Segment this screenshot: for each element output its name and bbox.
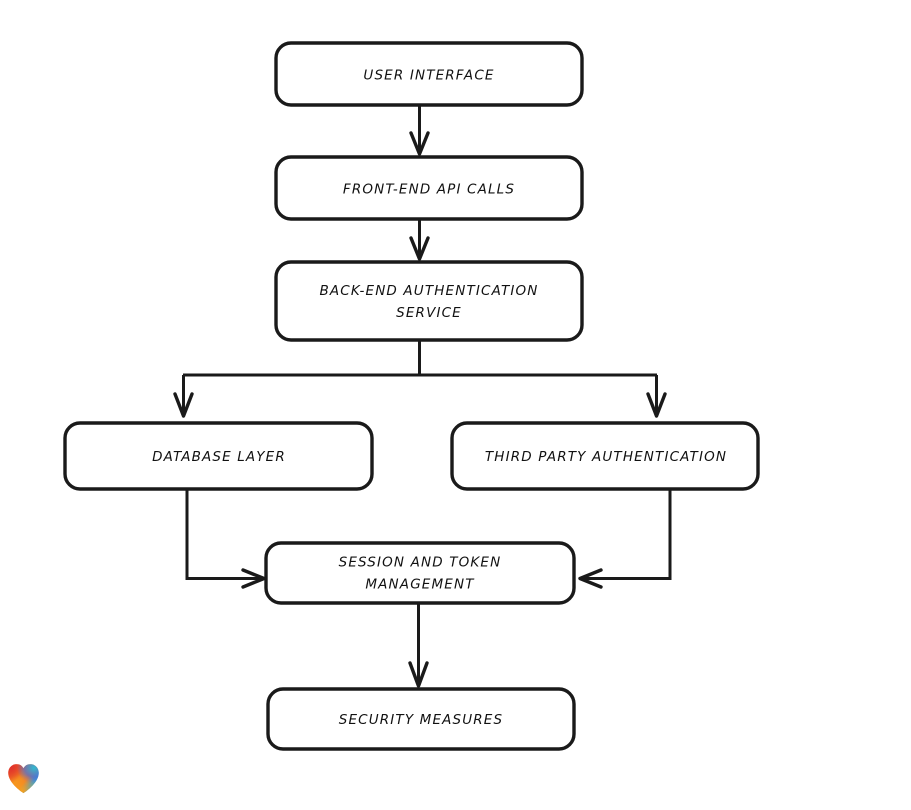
node-database-layer[interactable]: DATABASE LAYER xyxy=(63,421,374,491)
heart-icon xyxy=(8,764,39,794)
node-security-measures[interactable]: SECURITY MEASURES xyxy=(266,687,576,751)
node-user-interface-label: USER INTERFACE xyxy=(363,68,494,84)
edge-database-to-session xyxy=(185,489,266,589)
node-database-layer-shape[interactable] xyxy=(63,421,374,491)
node-session-token-management[interactable]: SESSION AND TOKEN MANAGEMENT xyxy=(264,541,576,605)
node-frontend-api-calls[interactable]: FRONT-END API CALLS xyxy=(274,155,584,221)
edge-backend-split-bus xyxy=(183,340,657,377)
node-frontend-api-calls-label: FRONT-END API CALLS xyxy=(343,182,515,198)
node-session-token-management-shape[interactable] xyxy=(264,541,576,605)
node-session-token-management-label-line2: MANAGEMENT xyxy=(365,577,475,593)
node-database-layer-label: DATABASE LAYER xyxy=(152,449,286,465)
edge-backend-to-database xyxy=(173,375,194,418)
node-frontend-api-calls-shape[interactable] xyxy=(274,155,584,221)
node-backend-auth-service[interactable]: BACK-END AUTHENTICATION SERVICE xyxy=(274,260,584,342)
node-third-party-authentication-shape[interactable] xyxy=(450,421,760,491)
node-third-party-authentication-label: THIRD PARTY AUTHENTICATION xyxy=(485,449,727,465)
node-backend-auth-service-label-line1: BACK-END AUTHENTICATION xyxy=(319,283,538,299)
edge-thirdparty-to-session xyxy=(578,489,672,589)
node-session-token-management-label-line1: SESSION AND TOKEN xyxy=(339,555,502,571)
heart-icon-fill xyxy=(8,764,39,794)
node-user-interface[interactable]: USER INTERFACE xyxy=(274,41,584,107)
node-backend-auth-service-shape[interactable] xyxy=(274,260,584,342)
node-third-party-authentication[interactable]: THIRD PARTY AUTHENTICATION xyxy=(450,421,760,491)
edge-ui-to-api xyxy=(409,105,430,156)
node-security-measures-label: SECURITY MEASURES xyxy=(339,712,503,728)
node-backend-auth-service-label-line2: SERVICE xyxy=(396,305,462,321)
edge-api-to-backend xyxy=(409,219,430,261)
node-user-interface-shape[interactable] xyxy=(274,41,584,107)
edge-session-to-security xyxy=(408,603,429,688)
node-security-measures-shape[interactable] xyxy=(266,687,576,751)
edge-backend-to-thirdparty xyxy=(646,375,667,418)
